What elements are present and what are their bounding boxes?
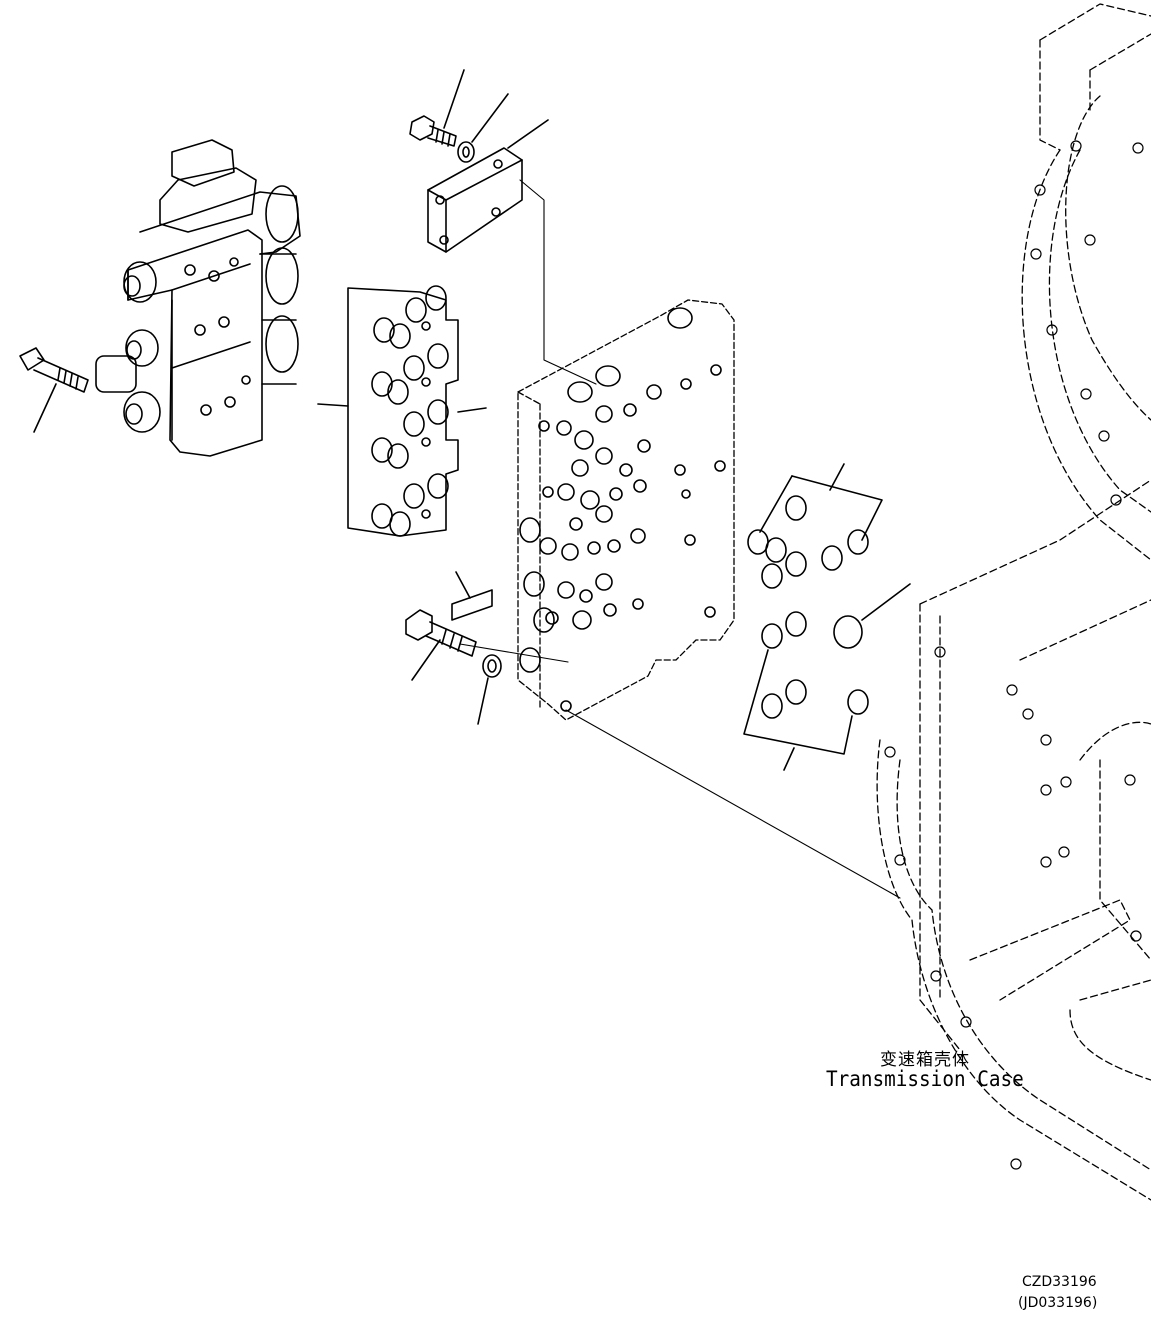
transmission-case-bolt-holes [884, 140, 1144, 1170]
bolt-left [19, 347, 89, 433]
gasket-left [317, 285, 487, 537]
washer-lower [477, 654, 502, 725]
main-valve-body [517, 299, 735, 721]
transmission-case-label-cn: 变速箱壳体 [880, 1050, 970, 1070]
washer-top [457, 93, 509, 163]
nameplate [451, 571, 493, 621]
bolt-lower [405, 609, 569, 681]
cover-plate [427, 119, 597, 385]
valve-body-mounting-line [565, 709, 901, 899]
valve-body-side-ports [519, 517, 555, 673]
drawing-code: CZD33196 [1022, 1274, 1097, 1290]
bolt-top [409, 69, 465, 147]
drawing-code-alt: (JD033196) [1018, 1295, 1098, 1311]
solenoid-valve-assembly [95, 139, 301, 457]
gasket-right [743, 463, 911, 771]
transmission-case-label-en: Transmission Case [826, 1067, 1024, 1091]
transmission-case [876, 3, 1151, 1201]
valve-body-ports [538, 364, 726, 630]
